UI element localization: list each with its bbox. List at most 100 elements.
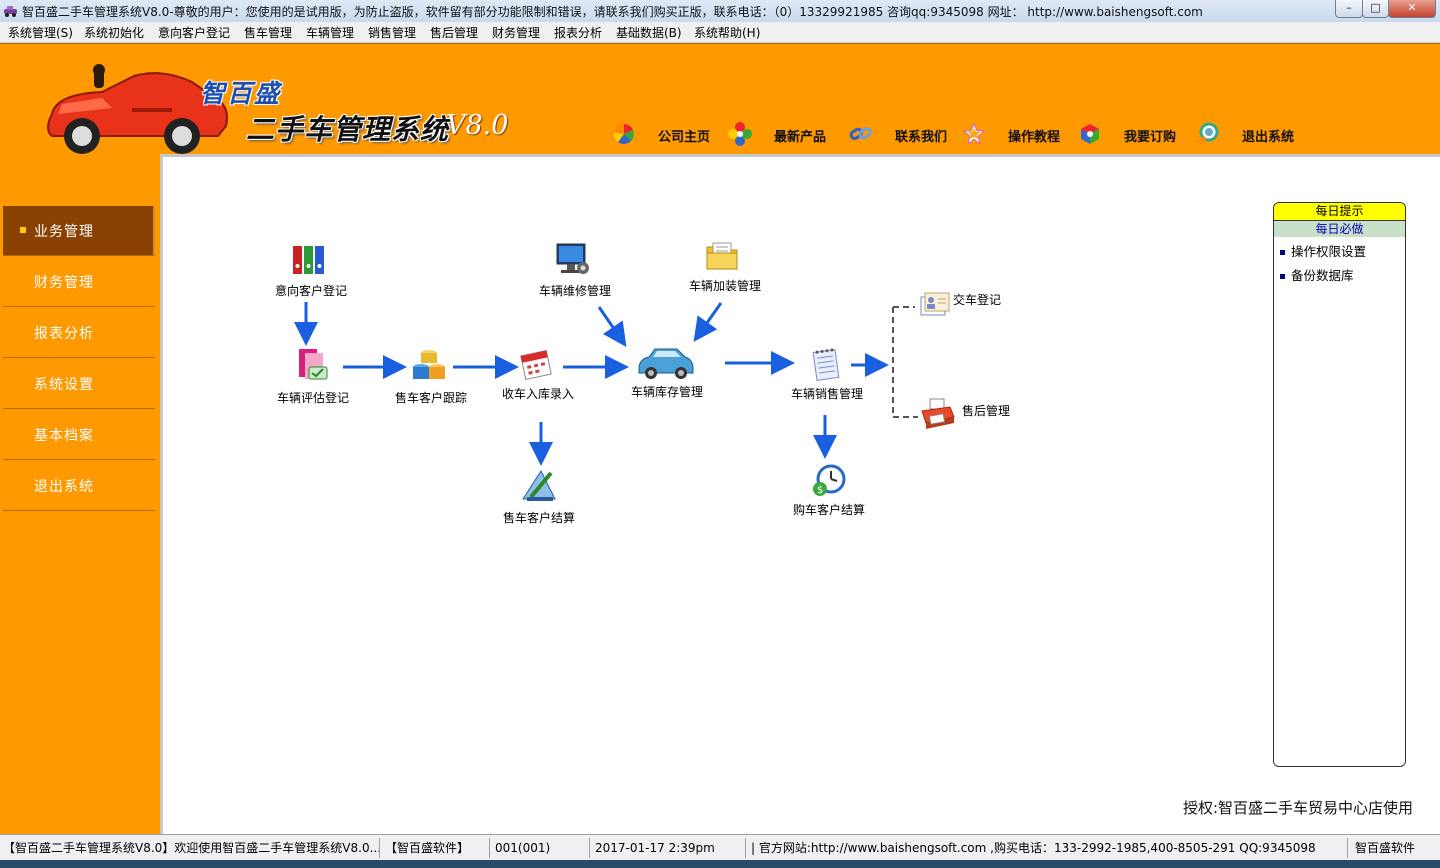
menu-vehicle[interactable]: 车辆管理 [306, 26, 355, 40]
sidebar-item-archives[interactable]: 基本档案 [3, 410, 155, 460]
node-label: 车辆销售管理 [791, 387, 864, 401]
status-welcome: 【智百盛二手车管理系统V8.0】欢迎使用智百盛二手车管理系统V8.0... [0, 838, 380, 858]
node-label: 车辆评估登记 [277, 391, 350, 405]
flow-arrows [294, 302, 918, 466]
brand-product: 二手车管理系统 [246, 113, 450, 146]
menu-bar: 系统管理(S) 系统初始化 意向客户登记 售车管理 车辆管理 销售管理 售后管理… [0, 22, 1440, 43]
cube-icon [1081, 124, 1099, 144]
node-label: 售车客户跟踪 [395, 391, 468, 405]
sidebar-item-label: 业务管理 [34, 224, 94, 240]
search-ring-icon [1197, 122, 1219, 145]
node-label: 车辆维修管理 [539, 284, 612, 298]
license-text: 授权:智百盛二手车贸易中心店使用 [1183, 799, 1414, 817]
menu-base-data[interactable]: 基础数据(B) [616, 26, 682, 40]
menu-aftersale[interactable]: 售后管理 [430, 26, 479, 40]
sidebar-item-label: 财务管理 [34, 275, 94, 291]
node-customer-follow[interactable]: 售车客户跟踪 [391, 347, 471, 405]
sidebar-item-business[interactable]: 业务管理 [3, 206, 155, 256]
menu-init[interactable]: 系统初始化 [84, 26, 145, 40]
bullet-square-icon [1280, 250, 1285, 255]
menu-sales[interactable]: 销售管理 [368, 26, 417, 40]
sidebar-item-settings[interactable]: 系统设置 [3, 359, 155, 409]
node-label: 车辆库存管理 [631, 385, 704, 399]
main-frame: 智百盛 二手车管理系统 V8.0 公司主页 最新产品 联系我们 [0, 43, 1440, 837]
folder-icon [706, 242, 738, 270]
toplink-label: 我要订购 [1124, 130, 1177, 145]
node-aftersale[interactable]: 售后管理 [920, 397, 1020, 437]
sidebar: 业务管理 财务管理 报表分析 系统设置 基本档案 退出系统 [0, 156, 157, 834]
bullet-square-icon [1280, 274, 1285, 279]
database-cylinders-icon [413, 350, 445, 379]
node-intent-customer[interactable]: 意向客户登记 [273, 242, 353, 302]
node-vehicle-intake[interactable]: 收车入库录入 [497, 347, 577, 405]
node-label: 车辆加装管理 [689, 279, 762, 293]
brand-version: V8.0 [446, 110, 509, 141]
header-banner: 智百盛 二手车管理系统 V8.0 公司主页 最新产品 联系我们 [0, 44, 1440, 156]
clock-money-icon: $ [813, 464, 846, 496]
status-datetime: 2017-01-17 2:39pm [592, 838, 746, 858]
active-bullet-icon [20, 227, 26, 233]
menu-car-sales[interactable]: 售车管理 [244, 26, 293, 40]
node-sell-settle[interactable]: 售车客户结算 [499, 467, 579, 525]
pinwheel-icon [613, 123, 634, 144]
calendar-icon [520, 349, 552, 381]
sidebar-item-exit[interactable]: 退出系统 [3, 461, 155, 511]
status-company: 【智百盛软件】 [382, 838, 490, 858]
flower-icon [728, 122, 752, 146]
window-title: 智百盛二手车管理系统V8.0-尊敬的用户：您使用的是试用版，为防止盗版，软件留有… [22, 5, 1203, 19]
tip-item-label: 备份数据库 [1291, 268, 1354, 283]
node-label: 交车登记 [953, 293, 1002, 307]
tip-item-backup[interactable]: 备份数据库 [1280, 265, 1354, 284]
logo-car-icon [47, 64, 228, 154]
node-vehicle-repair[interactable]: 车辆维修管理 [535, 242, 615, 300]
status-user: 001(001) [492, 838, 590, 858]
toplink-label: 联系我们 [895, 130, 948, 145]
star-icon [962, 122, 986, 146]
toplink-label: 最新产品 [774, 130, 827, 145]
daily-tips-panel: 每日提示 每日必做 操作权限设置 备份数据库 [1273, 202, 1406, 767]
node-label: 售车客户结算 [503, 511, 576, 525]
node-label: 售后管理 [962, 404, 1011, 418]
svg-text:$: $ [817, 485, 823, 496]
menu-help[interactable]: 系统帮助(H) [694, 26, 761, 40]
node-vehicle-stock[interactable]: 车辆库存管理 [629, 345, 719, 403]
menu-system[interactable]: 系统管理(S) [8, 26, 73, 40]
car-icon [638, 348, 694, 379]
ruler-pencil-icon [522, 469, 556, 501]
node-vehicle-sales[interactable]: 车辆销售管理 [787, 347, 871, 405]
sidebar-item-label: 系统设置 [34, 377, 94, 393]
minimize-button[interactable]: – [1335, 0, 1363, 18]
toplink-label: 操作教程 [1008, 130, 1061, 145]
node-vehicle-evaluate[interactable]: 车辆评估登记 [277, 347, 357, 405]
close-button[interactable]: ✕ [1388, 0, 1436, 18]
printer-icon [921, 398, 955, 429]
node-label: 意向客户登记 [275, 284, 348, 298]
menu-reports[interactable]: 报表分析 [554, 26, 603, 40]
sidebar-item-label: 基本档案 [34, 428, 94, 444]
menu-finance[interactable]: 财务管理 [492, 26, 541, 40]
taskbar-strip [0, 860, 1440, 868]
tips-subtitle: 每日必做 [1274, 221, 1405, 237]
node-label: 购车客户结算 [793, 503, 866, 517]
book-check-icon [299, 349, 328, 380]
maximize-button[interactable]: □ [1362, 0, 1389, 18]
id-cards-icon [920, 292, 950, 316]
toplink-label: 退出系统 [1242, 130, 1295, 145]
tip-item-permissions[interactable]: 操作权限设置 [1280, 241, 1366, 260]
sidebar-item-reports[interactable]: 报表分析 [3, 308, 155, 358]
title-bar: 智百盛二手车管理系统V8.0-尊敬的用户：您使用的是试用版，为防止盗版，软件留有… [0, 0, 1440, 23]
node-buyer-settle[interactable]: $ 购车客户结算 [791, 463, 875, 521]
status-website: | 官方网站:http://www.baishengsoft.com ,购买电话… [748, 838, 1348, 858]
brand-company: 智百盛 [200, 79, 282, 108]
tip-item-label: 操作权限设置 [1291, 244, 1367, 259]
tips-title: 每日提示 [1274, 203, 1405, 221]
menu-intent-customer[interactable]: 意向客户登记 [158, 26, 231, 40]
node-delivery[interactable]: 交车登记 [917, 287, 1017, 327]
sidebar-item-label: 报表分析 [34, 326, 94, 342]
node-vehicle-refit[interactable]: 车辆加装管理 [689, 239, 769, 297]
sidebar-item-finance[interactable]: 财务管理 [3, 257, 155, 307]
chain-link-icon [849, 127, 872, 141]
binders-icon [293, 246, 324, 274]
monitor-gear-icon [556, 243, 589, 274]
node-label: 收车入库录入 [502, 387, 575, 401]
